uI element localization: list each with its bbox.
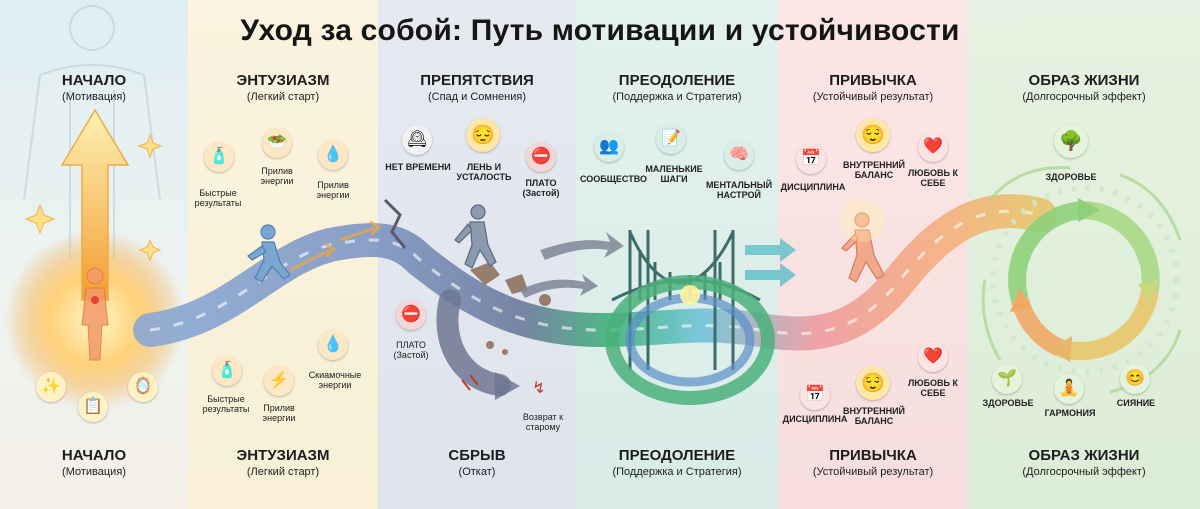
enthusiasm-runner	[247, 224, 291, 283]
header-relapse-bottom: СБРЫВ(Откат)	[448, 447, 506, 478]
label-community: СООБЩЕСТВО	[580, 174, 647, 184]
calendar-icon: 📅	[800, 380, 830, 410]
label-energy-boost-top-2: Прилив энергии	[316, 180, 350, 200]
calendar-icon: 📅	[796, 144, 826, 174]
checklist-icon: 📝	[656, 124, 686, 154]
label-health-top: ЗДОРОВЬЕ	[1045, 172, 1097, 182]
label-plateau-top: ПЛАТО (Застой)	[522, 178, 560, 198]
label-quick-results-top: Быстрые результаты	[194, 188, 242, 208]
water-bottle-icon: 🧴	[204, 142, 234, 172]
healthy-food-icon: 🥗	[262, 128, 292, 158]
tired-face-icon: 😔	[466, 118, 500, 152]
label-inner-balance-top: ВНУТРЕННИЙ БАЛАНС	[842, 160, 906, 180]
header-start-top: НАЧАЛО(Мотивация)	[61, 72, 127, 103]
no-entry-icon: ⛔	[396, 300, 426, 330]
tree-icon: 🌳	[1054, 124, 1088, 158]
obstacle-hiker	[454, 204, 497, 269]
header-enthusiasm-top: ЭНТУЗИАЗМ(Легкий старт)	[236, 72, 330, 103]
header-overcoming-top: ПРЕОДОЛЕНИЕ(Поддержка и Стратегия)	[612, 72, 742, 103]
header-lifestyle-bottom: ОБРАЗ ЖИЗНИ(Долгосрочный эффект)	[1022, 447, 1146, 478]
heart-icon: ❤️	[918, 132, 948, 162]
header-habit-bottom: ПРИВЫЧКА(Устойчивый результат)	[812, 447, 934, 478]
label-radiance: СИЯНИЕ	[1116, 398, 1156, 408]
heart-icon: ❤️	[918, 342, 948, 372]
label-self-love-bottom: ЛЮБОВЬ К СЕБЕ	[907, 378, 959, 398]
body-silhouette	[23, 5, 161, 260]
label-health-bottom: ЗДОРОВЬЕ	[982, 398, 1034, 408]
radiant-face-icon: 😊	[1120, 364, 1150, 394]
brain-icon: 🧠	[724, 140, 754, 170]
header-start-bottom: НАЧАЛО(Мотивация)	[61, 447, 127, 478]
water-bottle-icon: 🧴	[212, 356, 242, 386]
small-tree-icon: 🌱	[992, 364, 1022, 394]
label-discipline-top: ДИСЦИПЛИНА	[780, 182, 846, 192]
label-inner-balance-bottom: ВНУТРЕННИЙ БАЛАНС	[842, 406, 906, 426]
panel-lifestyle	[968, 0, 1200, 509]
sparkle-icon: ✨	[36, 372, 66, 402]
meditation-icon: 🧘	[1054, 374, 1084, 404]
header-obstacles-top: ПРЕПЯТСТВИЯ(Спад и Сомнения)	[420, 72, 534, 103]
clock-icon: 🕰	[402, 125, 432, 155]
label-harmony: ГАРМОНИЯ	[1044, 408, 1096, 418]
lifestyle-cycle	[990, 185, 1180, 375]
calm-face-icon: 😌	[856, 118, 890, 152]
header-lifestyle-top: ОБРАЗ ЖИЗНИ(Долгосрочный эффект)	[1022, 72, 1146, 103]
calm-face-icon: 😌	[856, 366, 890, 400]
label-energy-boost-top-1: Прилив энергии	[260, 166, 294, 186]
header-habit-top: ПРИВЫЧКА(Устойчивый результат)	[812, 72, 934, 103]
habit-walker	[841, 212, 885, 283]
energy-drop-icon: 💧	[318, 140, 348, 170]
community-icon: 👥	[594, 132, 624, 162]
label-energy-skim: Скиамочные энергии	[308, 370, 362, 390]
header-enthusiasm-bottom: ЭНТУЗИАЗМ(Легкий старт)	[236, 447, 330, 478]
no-entry-icon: ⛔	[526, 142, 556, 172]
label-small-steps: МАЛЕНЬКИЕ ШАГИ	[645, 164, 703, 184]
header-overcoming-bottom: ПРЕОДОЛЕНИЕ(Поддержка и Стратегия)	[612, 447, 742, 478]
page-title: Уход за собой: Путь мотивации и устойчив…	[240, 14, 960, 47]
label-mental-attitude: МЕНТАЛЬНЫЙ НАСТРОЙ	[705, 180, 773, 200]
label-laziness-fatigue: ЛЕНЬ И УСТАЛОСТЬ	[456, 162, 512, 182]
clipboard-icon: 📋	[78, 392, 108, 422]
label-quick-results-bottom: Быстрые результаты	[202, 394, 250, 414]
label-no-time: НЕТ ВРЕМЕНИ	[385, 162, 451, 172]
label-discipline-bottom: ДИСЦИПЛИНА	[782, 414, 848, 424]
label-plateau-lower: ПЛАТО (Застой)	[393, 340, 429, 360]
start-person	[81, 267, 109, 361]
label-energy-boost-bottom: Прилив энергии	[262, 403, 296, 423]
lightning-icon: ⚡	[264, 366, 294, 396]
energy-drop-icon: 💧	[318, 330, 348, 360]
label-self-love-top: ЛЮБОВЬ К СЕБЕ	[907, 168, 959, 188]
label-return-old: Возврат к старому	[522, 412, 564, 432]
broken-arrow-icon: ↯	[532, 380, 546, 397]
mirror-icon: 🪞	[128, 372, 158, 402]
